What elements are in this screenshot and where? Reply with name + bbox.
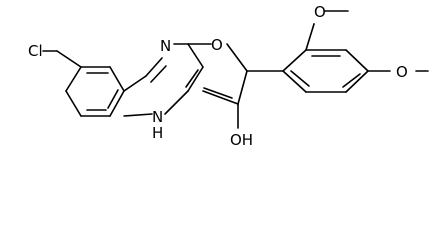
nitrogen-top-label: N [160, 37, 171, 55]
bond-pyrazine5 [187, 66, 204, 92]
bond-ring1 [56, 50, 82, 68]
chemical-structure-diagram: Cl N N H O OH O O [28, 3, 429, 149]
bond-aryl3 [345, 49, 369, 72]
bond-furan3 [237, 70, 248, 105]
bond-aryl6 [282, 70, 307, 93]
methoxy-oxygen-top-label: O [314, 3, 326, 21]
bonds [42, 10, 429, 129]
bond-aryl4 [345, 70, 369, 93]
bond-ring3 [109, 66, 125, 92]
bond-aryl-inner2 [342, 73, 361, 88]
bond-furan2 [226, 43, 248, 72]
bond-ome-top1 [305, 23, 315, 51]
molecule-drawing: Cl N N H O OH O O [28, 3, 429, 149]
bond-pyrazine4 [187, 43, 204, 68]
bond-pyrazine2b [150, 65, 167, 83]
bond-aryl-inner3 [290, 70, 310, 87]
bond-pyrazine5b [185, 69, 199, 88]
bond-ring4 [109, 90, 125, 117]
bond-ring-inner3 [107, 89, 119, 109]
bond-ring7 [65, 66, 82, 92]
bond-furan4 [202, 90, 239, 105]
bond-pyrazine1 [123, 75, 147, 92]
bond-ring6 [65, 90, 82, 117]
chlorine-label: Cl [28, 42, 43, 60]
hydroxyl-label: OH [230, 131, 253, 149]
bond-aryl1 [282, 49, 307, 72]
furan-oxygen-label: O [211, 36, 223, 54]
methoxy-oxygen-right-label: O [396, 63, 408, 81]
bond-furan4b [203, 87, 233, 99]
bond-pyrazine6 [164, 90, 189, 115]
bond-pyrazine2 [145, 57, 163, 77]
nitrogen-bottom-h-label: H [152, 124, 163, 142]
bond-pyrazine7 [123, 113, 153, 117]
nitrogen-bottom-label: N [152, 108, 163, 126]
